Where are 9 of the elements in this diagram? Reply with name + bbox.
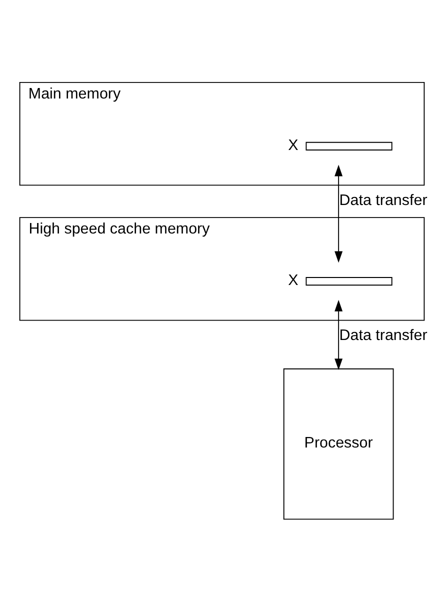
arrow — [334, 164, 343, 262]
node-label: X — [288, 271, 298, 288]
arrow — [334, 299, 343, 370]
edge-label: Data transfer — [339, 191, 428, 208]
node-bar — [306, 141, 392, 150]
node-label: X — [288, 136, 298, 154]
node-box: Processor — [283, 368, 394, 520]
node-bar — [306, 276, 392, 286]
edge-label: Data transfer — [339, 326, 428, 344]
